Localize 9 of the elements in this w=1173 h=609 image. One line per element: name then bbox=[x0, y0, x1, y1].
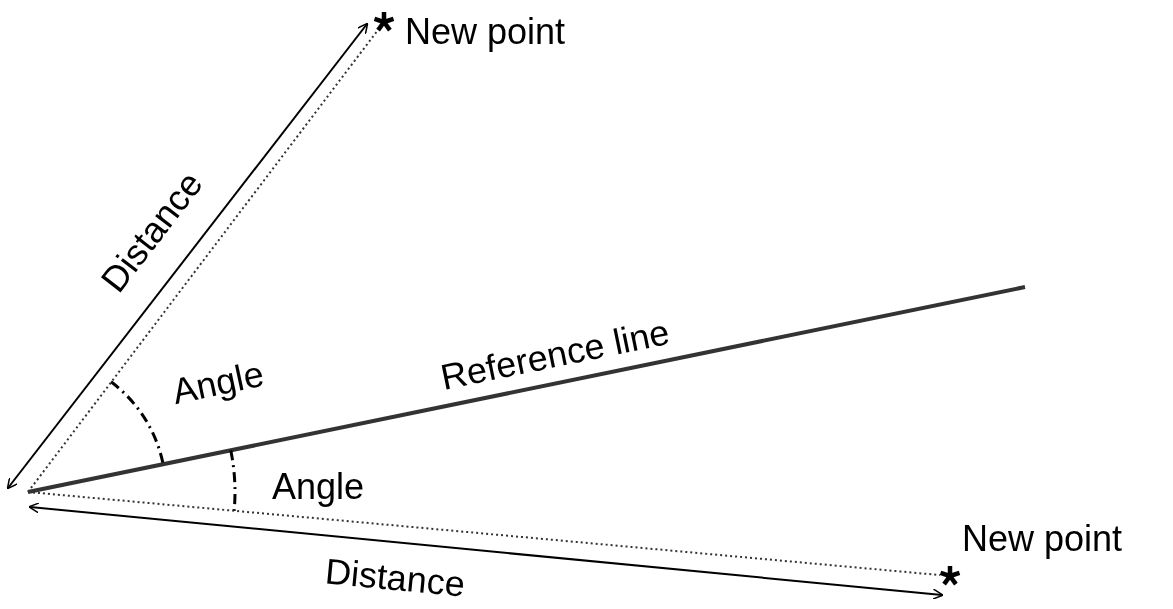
asterisk-icon bbox=[939, 565, 961, 587]
measure-label: Angle bbox=[271, 469, 365, 505]
asterisk-icon bbox=[373, 11, 395, 33]
measure-label: Distance bbox=[323, 553, 467, 603]
measure-label: Reference line bbox=[437, 314, 673, 396]
point-label: New point bbox=[962, 521, 1123, 557]
point-label: New point bbox=[405, 14, 566, 50]
dotted-line bbox=[27, 491, 942, 577]
measure-label: Angle bbox=[169, 355, 267, 411]
